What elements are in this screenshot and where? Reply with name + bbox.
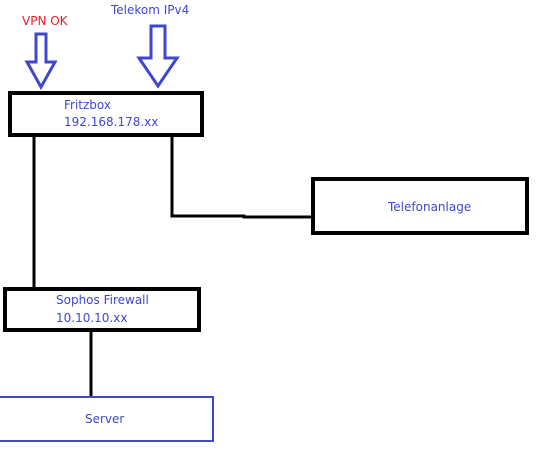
down-arrow-icon xyxy=(24,32,58,91)
server-name: Server xyxy=(85,412,125,426)
telekom-ipv4-label: Telekom IPv4 xyxy=(111,3,190,17)
server-node: Server xyxy=(0,396,214,442)
vpn-ok-label: VPN OK xyxy=(22,14,68,28)
fritzbox-node: Fritzbox 192.168.178.xx xyxy=(8,91,204,137)
link-fritzbox-telefonanlage xyxy=(170,136,313,219)
telefonanlage-name: Telefonanlage xyxy=(388,200,472,214)
fritzbox-name: Fritzbox xyxy=(64,98,111,112)
down-arrow-icon xyxy=(136,24,180,89)
telefonanlage-node: Telefonanlage xyxy=(311,177,529,235)
fritzbox-ip: 192.168.178.xx xyxy=(64,115,159,129)
sophos-name: Sophos Firewall xyxy=(56,293,149,307)
sophos-firewall-node: Sophos Firewall 10.10.10.xx xyxy=(3,287,201,332)
sophos-ip: 10.10.10.xx xyxy=(56,311,128,325)
